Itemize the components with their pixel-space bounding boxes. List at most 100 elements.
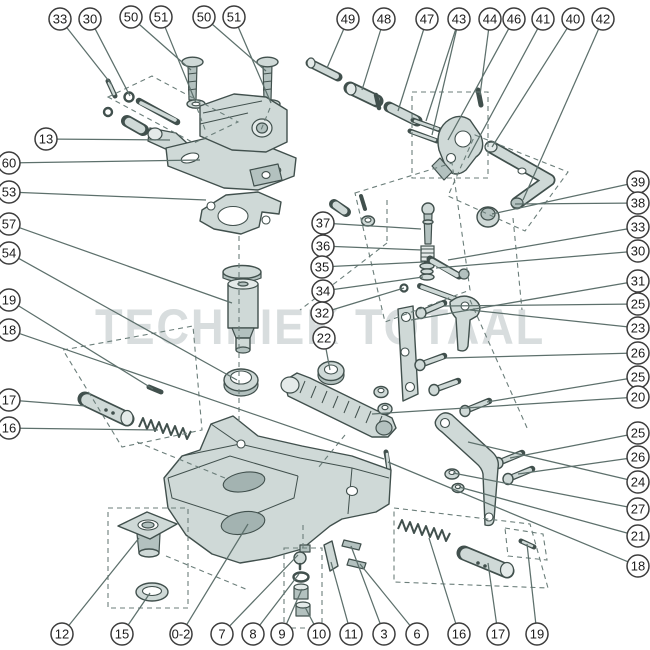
- leader-line-22: [325, 349, 331, 371]
- leader-line-51: [164, 27, 197, 104]
- callout-number-44: 44: [483, 12, 497, 27]
- leader-line-32: [332, 287, 405, 311]
- callout-number-46: 46: [507, 12, 521, 27]
- leader-line-26: [445, 352, 627, 359]
- callout-number-21: 21: [631, 529, 645, 544]
- callout-circle-38: [626, 191, 650, 215]
- callout-number-50: 50: [124, 10, 138, 25]
- callout-number-43: 43: [452, 12, 466, 27]
- callout-circle-22: [312, 326, 336, 350]
- callout-circle-49: [336, 7, 360, 31]
- callout-circle-8: [241, 622, 265, 646]
- leader-line-46: [447, 28, 510, 141]
- leader-line-20: [371, 397, 627, 415]
- leader-line-43: [425, 29, 457, 122]
- callout-number-51: 51: [154, 10, 168, 25]
- ribbed-bar: [280, 372, 397, 438]
- callout-circle-30: [78, 7, 102, 31]
- callout-circle-6: [405, 622, 429, 646]
- callout-circle-60: [0, 151, 21, 175]
- leader-line-38: [514, 202, 627, 205]
- callout-number-27: 27: [631, 502, 645, 517]
- screw-head: [256, 56, 279, 68]
- leader-line-17: [487, 562, 498, 623]
- leader-line-15: [127, 592, 151, 625]
- callout-circle-16: [447, 622, 471, 646]
- callout-number-20: 20: [631, 390, 645, 405]
- callout-number-16: 16: [2, 421, 16, 436]
- callout-circle-54: [0, 241, 21, 265]
- leader-line-11: [330, 561, 349, 624]
- callout-circle-37: [311, 211, 335, 235]
- callout-number-26: 26: [631, 346, 645, 361]
- callout-number-7: 7: [218, 627, 225, 642]
- main-casting: [163, 415, 392, 564]
- callout-number-54: 54: [2, 246, 16, 261]
- callout-circle-30: [626, 239, 650, 263]
- leader-line-18: [387, 461, 628, 563]
- bushing: [317, 360, 345, 386]
- callout-circle-50: [192, 5, 216, 29]
- callout-number-30: 30: [83, 12, 97, 27]
- leader-line-48: [361, 29, 382, 91]
- leader-line-39: [491, 183, 627, 215]
- leader-line-33: [447, 228, 627, 261]
- callout-circle-19: [0, 288, 21, 312]
- leader-line-60: [20, 159, 201, 164]
- pin-and-bushing-set: [102, 78, 189, 152]
- leader-line-6: [359, 563, 411, 626]
- grommets: [373, 385, 465, 494]
- callout-number-10: 10: [312, 627, 326, 642]
- callout-number-22: 22: [317, 331, 331, 346]
- leader-line-25: [443, 303, 627, 307]
- leader-line-40: [491, 28, 568, 148]
- callout-circle-33: [626, 215, 650, 239]
- callout-number-39: 39: [631, 175, 645, 190]
- leader-line-10: [304, 606, 315, 625]
- callout-number-18: 18: [631, 559, 645, 574]
- leader-line-30: [94, 28, 131, 97]
- leader-line-24: [467, 441, 627, 481]
- leader-line-23: [469, 309, 627, 328]
- callout-circle-42: [591, 7, 615, 31]
- dashed-group-lines: [62, 75, 569, 629]
- callout-number-24: 24: [631, 475, 645, 490]
- leader-line-16: [20, 427, 159, 431]
- small-pin: [383, 449, 392, 473]
- parts-layer: [77, 56, 556, 617]
- callout-circle-40: [561, 7, 585, 31]
- callout-circle-57: [0, 212, 21, 236]
- leader-line-41: [467, 28, 539, 159]
- spring: [138, 417, 192, 440]
- plunger: [222, 264, 262, 354]
- callout-number-25: 25: [631, 426, 645, 441]
- callout-circle-0-2: [169, 622, 193, 646]
- leader-line-8: [259, 573, 300, 626]
- callout-circle-18: [626, 554, 650, 578]
- clevis-bracket: [431, 115, 484, 181]
- leader-line-25: [509, 434, 627, 459]
- callout-number-19: 19: [530, 627, 544, 642]
- leader-line-35: [333, 261, 425, 268]
- callout-circle-24: [626, 470, 650, 494]
- callout-circle-9: [270, 622, 294, 646]
- leader-line-19: [18, 305, 154, 390]
- gasket: [199, 191, 282, 235]
- leader-line-19: [526, 543, 537, 623]
- leader-lines: [18, 24, 628, 627]
- leader-line-27: [452, 472, 627, 508]
- leader-line-9: [286, 588, 303, 624]
- right-spring-pin: [397, 519, 537, 579]
- callout-number-25: 25: [631, 370, 645, 385]
- top-housing: [165, 93, 297, 191]
- leader-line-16: [428, 537, 457, 624]
- spring: [397, 519, 451, 542]
- callout-number-35: 35: [315, 260, 329, 275]
- callout-number-9: 9: [278, 627, 285, 642]
- leader-line-7: [229, 554, 299, 627]
- leader-line-42: [522, 29, 599, 201]
- callout-number-12: 12: [55, 627, 69, 642]
- callout-number-33: 33: [53, 12, 67, 27]
- leader-line-12: [68, 537, 140, 626]
